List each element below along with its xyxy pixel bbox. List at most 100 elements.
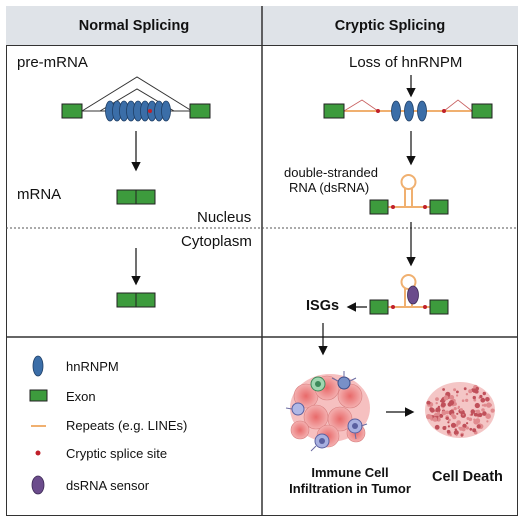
legend-label-repeats: Repeats (e.g. LINEs) (66, 418, 188, 433)
nucleus-label: Nucleus (197, 209, 252, 226)
isgs-label: ISGs (306, 298, 340, 314)
dead-cell-fragment (476, 424, 481, 429)
cytoplasm-label: Cytoplasm (181, 233, 252, 250)
dead-cell-fragment (450, 422, 457, 428)
dead-cell-fragment (454, 428, 457, 431)
dead-cell-fragment (435, 397, 439, 401)
dead-cell-fragment (446, 429, 451, 434)
pre-mrna-label: pre-mRNA (17, 54, 88, 71)
dead-cell-fragment (466, 422, 469, 425)
dead-cell-fragment (436, 411, 441, 415)
dead-cell-fragment (463, 387, 467, 391)
dsrna-sensor-icon (31, 475, 45, 495)
dead-cell-fragment (443, 395, 449, 401)
dead-cell-fragment (429, 407, 434, 412)
dead-cell-fragment (461, 399, 465, 403)
dead-cell-fragment (475, 386, 479, 391)
dead-cell-fragment (477, 413, 481, 417)
exon-icon (29, 389, 48, 402)
dead-cell-fragment (466, 417, 470, 420)
dead-cell-fragment (490, 408, 495, 413)
dead-cell-fragment (482, 391, 486, 396)
dead-cell-fragment (480, 397, 486, 403)
dead-cell-fragment (481, 408, 485, 412)
dead-cell-fragment (442, 388, 445, 391)
legend-label-exon: Exon (66, 389, 96, 404)
dead-cell-fragment (481, 404, 484, 407)
dead-cell-fragment (447, 425, 450, 428)
dead-cell-fragment (453, 430, 459, 436)
dead-cell-fragment (465, 393, 469, 396)
dead-cell-fragment (436, 415, 439, 418)
dead-cell-fragment (448, 418, 451, 422)
dead-cell-fragment (489, 403, 492, 407)
dead-cell-fragment (456, 412, 459, 415)
hnrnpm-icon (32, 355, 44, 377)
splice-site-icon (35, 450, 41, 456)
dead-cell-fragment (442, 426, 447, 430)
dead-cell-fragment (468, 389, 473, 394)
cell-death-label: Cell Death (432, 469, 503, 485)
dead-cell-fragment (465, 398, 469, 402)
dead-cell-fragment (475, 409, 478, 413)
dead-cell-fragment (445, 410, 450, 415)
dead-cell-fragment (440, 399, 443, 403)
dead-cell-fragment (472, 388, 477, 393)
immune-infiltration-label-line2: Infiltration in Tumor (289, 481, 411, 496)
dead-cell-fragment (473, 412, 478, 417)
cryptic-pre-mrna (323, 99, 493, 122)
dead-cell-fragment (439, 413, 444, 418)
dead-cell-fragment (453, 407, 457, 411)
dead-cell-fragment (455, 434, 458, 437)
dead-cell-fragment (460, 433, 464, 437)
dead-cell-fragment (473, 398, 477, 402)
legend-label-hnrnpm: hnRNPM (66, 359, 119, 374)
dead-cell-fragment (447, 421, 450, 424)
dead-cell-fragment (441, 410, 447, 416)
dead-cell-fragment (456, 394, 459, 397)
dead-cell-fragment (483, 403, 487, 407)
dead-cell-fragment (486, 402, 492, 408)
normal-pre-mrna (61, 76, 211, 122)
dead-cell-fragment (448, 400, 455, 406)
dsrna-label-line1: double-stranded (284, 165, 378, 180)
dsrna-sensor-complex (369, 274, 449, 315)
mrna-label: mRNA (17, 186, 62, 203)
loss-of-hnrnpm-label: Loss of hnRNPM (349, 54, 463, 71)
dead-cell-fragment (485, 397, 490, 402)
dead-cell-fragment (479, 394, 483, 399)
dead-cell-fragment (461, 427, 466, 432)
legend-label-dsrna-sensor: dsRNA sensor (66, 478, 150, 493)
hnrnpm-cluster (105, 100, 171, 122)
dead-cell-fragment (458, 426, 461, 430)
dead-cell-fragment (465, 426, 469, 430)
tumor-immune-infiltration-image (285, 371, 370, 452)
dead-cell-fragment (482, 411, 487, 416)
dead-cell-fragment (435, 402, 438, 405)
dead-cell-fragment (470, 413, 474, 416)
header-normal-label: Normal Splicing (78, 17, 190, 34)
dead-cell-fragment (452, 414, 457, 420)
dead-cell-fragment (440, 402, 446, 408)
dead-cell-fragment (485, 413, 492, 420)
dead-cell-fragment (426, 400, 431, 405)
dead-cell-fragment (459, 408, 463, 412)
dead-cell-fragment (453, 388, 457, 392)
dead-cell-fragment (486, 420, 489, 423)
dead-cell-fragment (472, 395, 476, 400)
dead-cell-fragment (434, 424, 440, 430)
dead-cell-fragment (472, 428, 477, 433)
dead-cell-fragment (475, 418, 481, 423)
dead-cell-fragment (449, 395, 455, 400)
cell-death-image (425, 382, 495, 438)
dead-cell-fragment (449, 434, 452, 436)
dead-cell-fragment (457, 405, 461, 409)
dsrna-label-line2: RNA (dsRNA) (289, 180, 370, 195)
immune-infiltration-label-line1: Immune Cell (311, 465, 389, 480)
dead-cell-fragment (432, 417, 438, 422)
dead-cell-fragment (469, 427, 473, 431)
header-cryptic-splicing: Cryptic Splicing (262, 6, 518, 46)
dsrna-hairpin (369, 174, 449, 215)
dead-cell-fragment (456, 390, 459, 394)
